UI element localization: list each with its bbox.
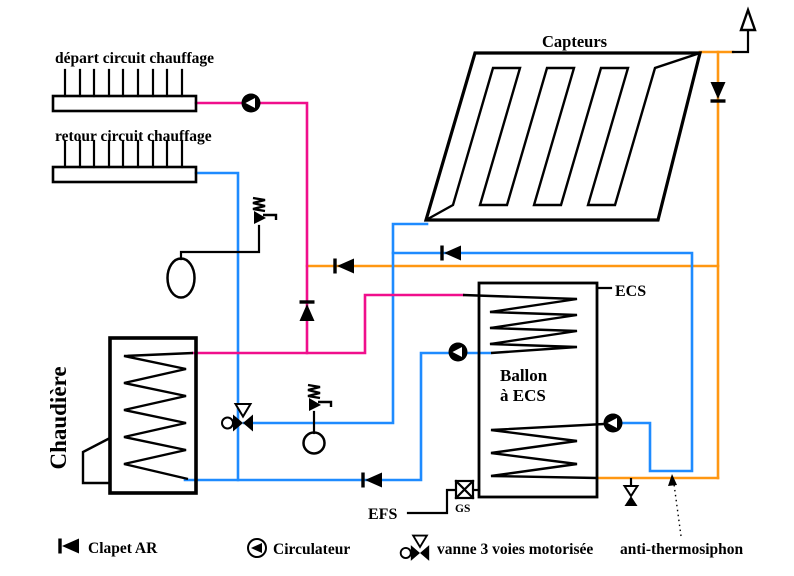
gs-label: GS (455, 503, 470, 515)
anti-thermosiphon-pointer (668, 474, 682, 537)
safety-valve-icon (251, 196, 278, 226)
ballon-label-line2: à ECS (500, 386, 546, 405)
check-valve-legend-icon (58, 536, 81, 556)
legend-clapet-label: Clapet AR (88, 540, 158, 557)
air-vent-icon (731, 6, 757, 54)
legend-vanne-label: vanne 3 voies motorisée (437, 541, 593, 558)
tank-lower-coil (490, 422, 605, 480)
check-valve-icon (333, 256, 356, 276)
pipe-solar-circuit (305, 50, 735, 480)
check-valve-icon (708, 80, 728, 103)
burner (81, 436, 112, 485)
expansion-vessel-icon (302, 431, 326, 455)
ballon-label-line1: Ballon (500, 366, 548, 385)
heating-return-radiator: retour circuit chauffage (51, 128, 212, 184)
check-valve-icon (361, 470, 384, 490)
cold-water-inlet: EFS GS (368, 479, 481, 523)
solar-collector: Capteurs (423, 32, 703, 222)
legend: Clapet AR Circulateur vanne 3 voies moto… (58, 534, 744, 562)
circulator-legend-icon (247, 538, 267, 558)
circulator-pump-icon (603, 413, 623, 433)
circulator-pump-icon (241, 93, 261, 113)
check-valve-icon (297, 300, 317, 323)
efs-label: EFS (368, 506, 397, 523)
arrow-up-icon (668, 474, 677, 486)
ecs-label: ECS (615, 283, 646, 300)
pipe-heating-flow (191, 101, 465, 355)
boiler: Chaudière (46, 336, 198, 495)
chaudiere-label: Chaudière (46, 366, 71, 469)
safety-valve-expansion-vessel-2 (302, 383, 333, 455)
tank-upper-coil (462, 293, 578, 355)
depart-circuit-label: départ circuit chauffage (55, 50, 214, 67)
three-way-valve-legend-icon (399, 534, 431, 562)
heating-supply-radiator: départ circuit chauffage (51, 50, 214, 113)
retour-circuit-label: retour circuit chauffage (55, 128, 212, 145)
capteurs-label: Capteurs (542, 32, 608, 51)
safety-group-icon (454, 479, 475, 500)
circulator-pump-icon (448, 342, 468, 362)
expansion-vessel-icon (166, 257, 196, 299)
legend-circulateur-label: Circulateur (273, 541, 350, 558)
legend-antithermosiphon-label: anti-thermosiphon (620, 541, 744, 558)
dhw-tank: Ballon à ECS ECS (462, 281, 646, 499)
drain-valve-icon (623, 476, 639, 508)
safety-valve-icon (306, 383, 333, 413)
safety-valve-expansion-vessel-1 (166, 196, 278, 299)
check-valve-icon (440, 243, 463, 263)
